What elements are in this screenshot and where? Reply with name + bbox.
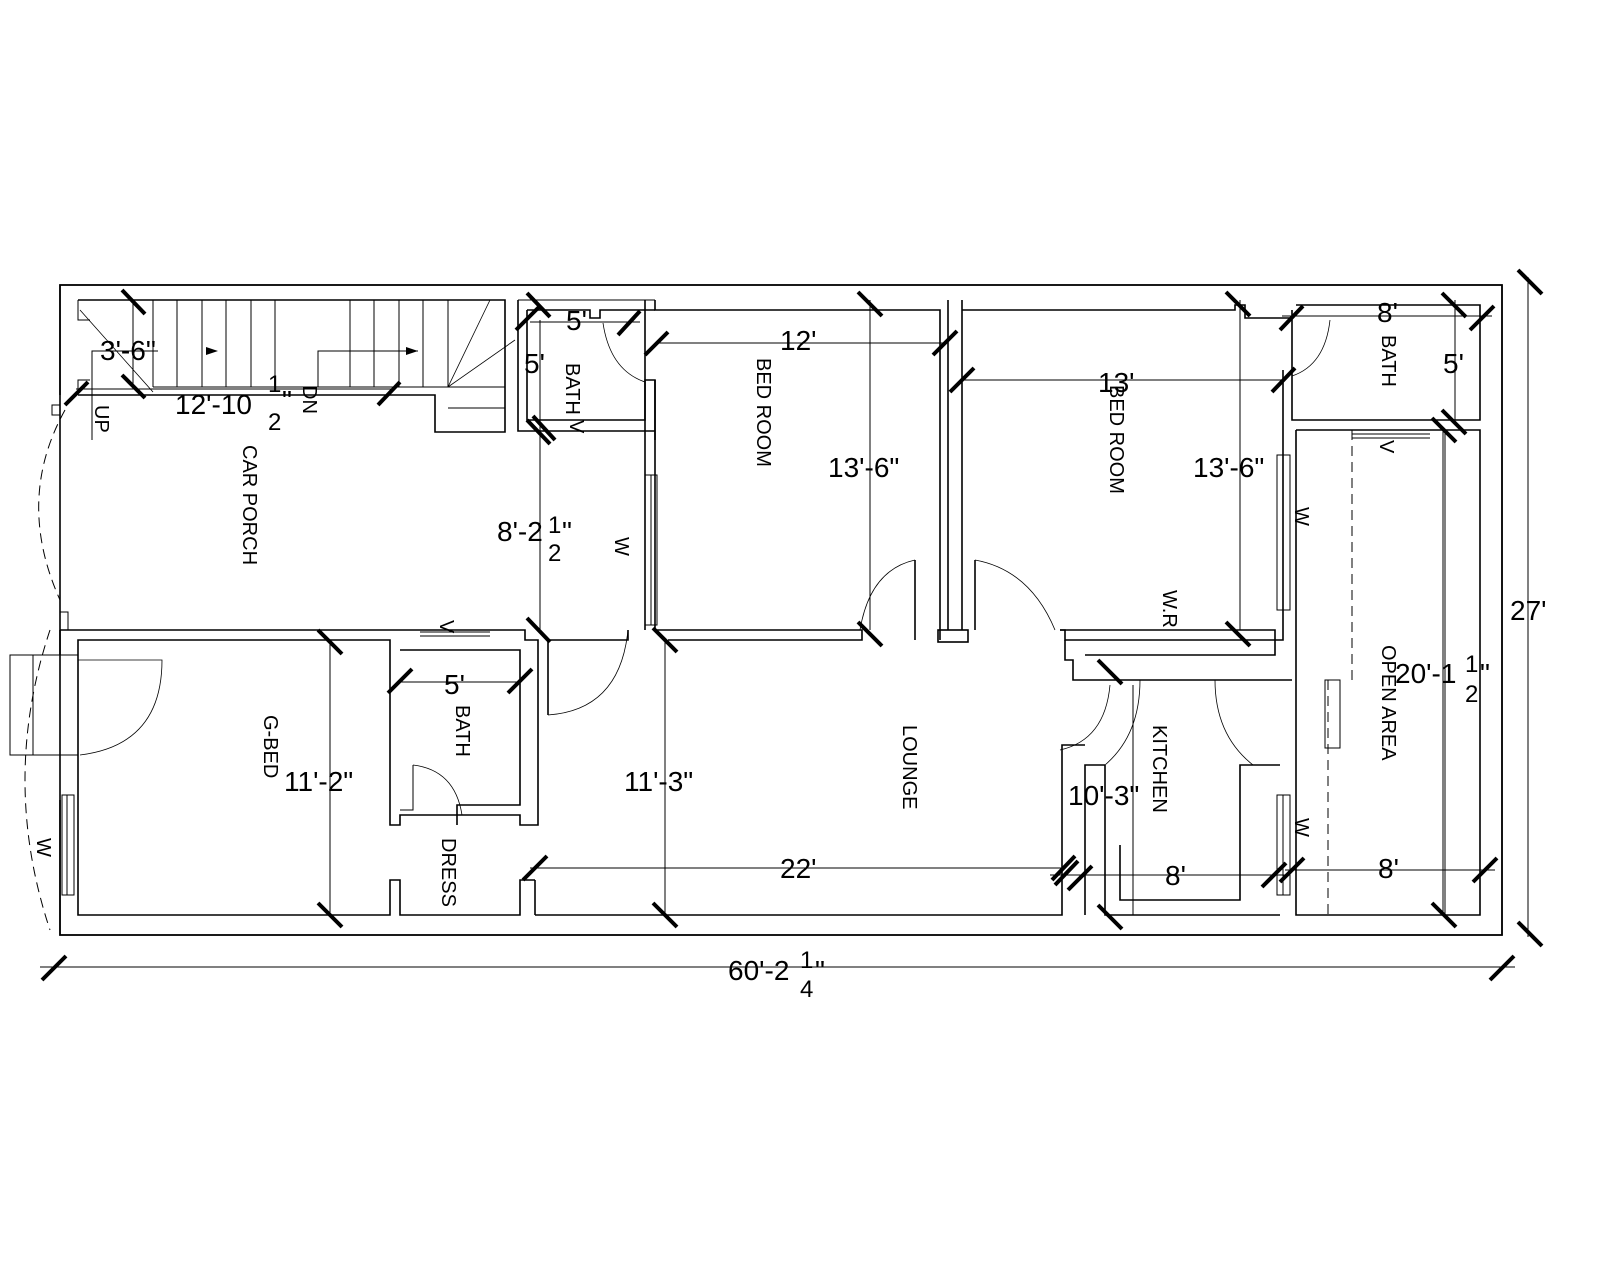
- label-bath-1: BATH: [561, 363, 583, 415]
- dim-bed2-w: 13': [1098, 367, 1135, 398]
- dim-overall-width: 60'-2: [728, 955, 789, 986]
- mark-window-bed2: W: [1290, 507, 1312, 526]
- label-bedroom-1: BED ROOM: [752, 358, 774, 467]
- dim-inch-mark: ": [282, 385, 292, 416]
- stair-treads: [79, 299, 516, 440]
- dim-bath1-w: 5': [566, 305, 587, 336]
- dim-bath1-h: 5': [524, 348, 545, 379]
- mark-ventilator-bath2: V: [1375, 440, 1397, 454]
- dim-stair-length-den: 2: [268, 409, 281, 436]
- dim-porch-depth: 8'-2: [497, 516, 543, 547]
- mark-up: UP: [90, 405, 112, 433]
- mark-window-porch: W: [610, 537, 632, 556]
- dim-kitchen-h: 10'-3": [1068, 780, 1139, 811]
- mark-ventilator-bath3: V: [435, 620, 457, 634]
- dim-overall-width-den: 4: [800, 976, 813, 1003]
- dim-bath2-h: 5': [1443, 348, 1464, 379]
- dim-bed2-h: 13'-6": [1193, 452, 1264, 483]
- dim-kitchen-w: 8': [1165, 860, 1186, 891]
- label-bath-3: BATH: [451, 705, 473, 757]
- dim-open-h-num: 1: [1465, 651, 1478, 678]
- interior-walls: [9, 299, 1481, 931]
- dim-bed1-h: 13'-6": [828, 452, 899, 483]
- dim-bath3-w: 5': [444, 669, 465, 700]
- dim-stair-width: 3'-6": [100, 335, 156, 366]
- label-car-porch: CAR PORCH: [238, 445, 260, 565]
- label-lounge: LOUNGE: [898, 725, 920, 809]
- dimension-texts: 3'-6" 12'-10 1 2 " 5' 5' 12' 13'-6" 13' …: [100, 297, 1547, 1003]
- room-labels: CAR PORCH BATH BED ROOM BED ROOM BATH G-…: [32, 335, 1399, 907]
- dim-lounge-w: 22': [780, 853, 817, 884]
- label-open-area: OPEN AREA: [1377, 645, 1399, 761]
- label-bedroom-2: BED ROOM: [1105, 385, 1127, 494]
- dim-overall-depth: 27': [1510, 595, 1547, 626]
- dim-inch-mark: ": [562, 516, 572, 547]
- dim-inch-mark: ": [1480, 658, 1490, 689]
- dim-inch-mark: ": [815, 955, 825, 986]
- mark-ventilator-bath1: V: [565, 420, 587, 434]
- dim-porch-depth-den: 2: [548, 540, 561, 567]
- dim-overall-width-num: 1: [800, 947, 813, 974]
- dim-bath2-w: 8': [1377, 297, 1398, 328]
- mark-window-gbed: W: [32, 838, 54, 857]
- window-right-upper: [1276, 454, 1291, 611]
- dim-open-w: 8': [1378, 853, 1399, 884]
- dim-open-h: 20'-1: [1395, 658, 1456, 689]
- dim-stair-length: 12'-10: [175, 389, 252, 420]
- label-bath-2: BATH: [1377, 335, 1399, 387]
- mark-dn: DN: [298, 385, 320, 414]
- dim-open-h-den: 2: [1465, 681, 1478, 708]
- label-wr: W.R: [1158, 590, 1180, 628]
- label-g-bed: G-BED: [259, 715, 281, 778]
- dim-lounge-h: 11'-3": [624, 766, 693, 797]
- dim-bed1-w: 12': [780, 325, 817, 356]
- dim-gbed-h: 11'-2": [284, 766, 353, 797]
- dim-stair-length-num: 1: [268, 371, 281, 398]
- label-kitchen: KITCHEN: [1148, 725, 1170, 813]
- mark-window-kitchen: W: [1290, 818, 1312, 837]
- label-dress: DRESS: [437, 838, 459, 907]
- dim-porch-depth-num: 1: [548, 512, 561, 539]
- dimension-lines: [40, 268, 1544, 982]
